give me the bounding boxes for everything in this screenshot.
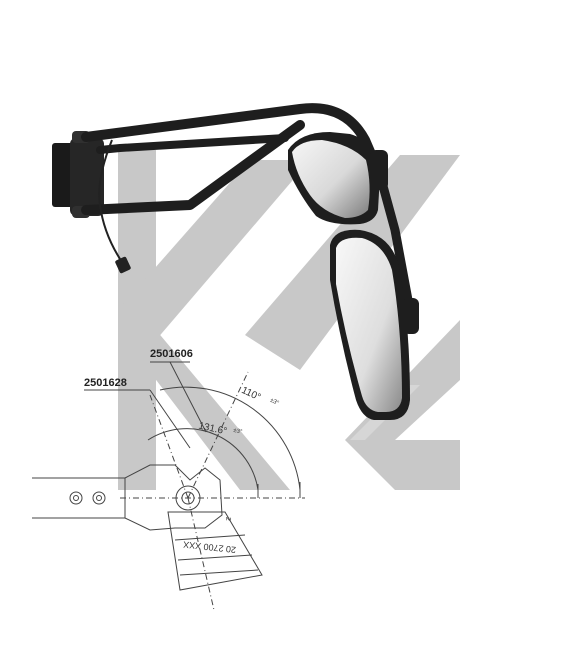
outer-angle-value: 110° — [240, 385, 263, 403]
cable — [98, 139, 123, 263]
outer-angle-tolerance: ±3° — [269, 398, 280, 408]
inner-angle-tolerance: ±3° — [233, 428, 244, 436]
lower-part-number: 2501628 — [84, 377, 127, 389]
housing-label-text: 20 2700 XXX — [183, 539, 237, 554]
cable-connector — [115, 256, 131, 274]
upper-part-number: 2501606 — [150, 348, 193, 360]
technical-drawing — [32, 361, 305, 611]
housing-side-mark: 2 — [224, 516, 231, 521]
upper-mirror — [288, 132, 388, 225]
outer-angle-dimension: 110° ±3° — [240, 385, 281, 408]
lower-mirror — [330, 229, 419, 420]
support-arms — [81, 103, 413, 305]
housing-side-mark-text: 2 — [224, 516, 231, 521]
housing-label: 20 2700 XXX — [183, 539, 237, 554]
mirror-assembly — [52, 103, 419, 420]
